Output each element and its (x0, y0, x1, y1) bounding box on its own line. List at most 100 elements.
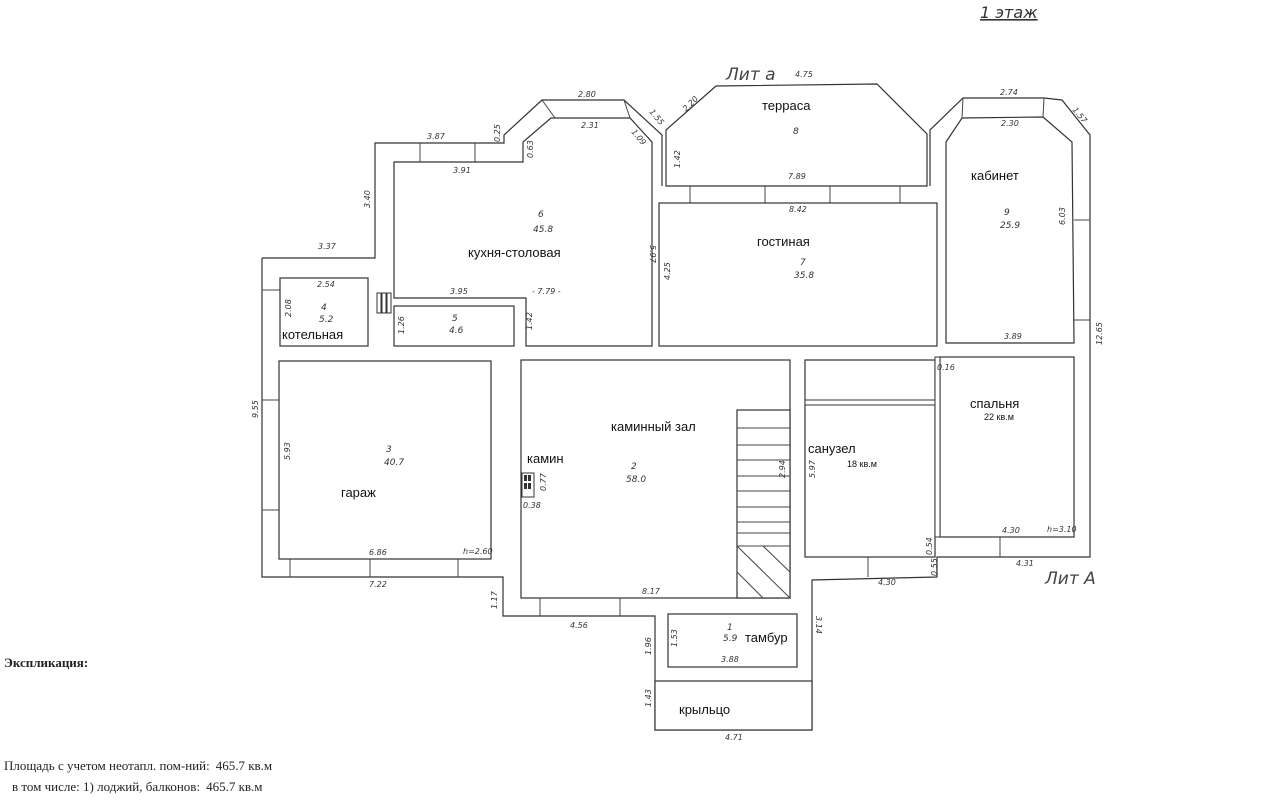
dim: 1.43 (644, 689, 653, 707)
hall-area: 58.0 (626, 475, 646, 485)
office-name: кабинет (971, 168, 1019, 183)
dim: 0.25 (493, 124, 502, 142)
dim: 1.96 (644, 637, 653, 655)
dim: 2.30 (1001, 119, 1019, 128)
dim: 1.26 (397, 316, 406, 334)
dim: 0.77 (539, 472, 548, 491)
tambur-area: 5.9 (723, 634, 738, 644)
included-area-line: в том числе: 1) лоджий, балконов: 465.7 к… (12, 779, 263, 795)
boiler-area: 5.2 (319, 315, 334, 325)
room-office[interactable] (945, 116, 1075, 344)
dim: 8.42 (789, 205, 807, 214)
vent-icon (376, 292, 392, 314)
dim: 8.17 (642, 587, 661, 596)
total-area-value: 465.7 кв.м (215, 758, 273, 773)
boiler-number: 4 (321, 303, 327, 313)
storage-number: 5 (452, 314, 458, 324)
room-garage[interactable] (278, 360, 492, 560)
garage-name: гараж (341, 485, 376, 500)
dim: 2.08 (284, 299, 293, 317)
terrace-name: терраса (762, 98, 811, 113)
fireplace-name: камин (527, 451, 564, 466)
dim: 6.86 (369, 548, 387, 557)
kitchen-name: кухня-столовая (468, 245, 561, 260)
bedroom-area: 22 кв.м (984, 412, 1014, 422)
dim: 1.42 (673, 150, 682, 168)
hall-name: каминный зал (611, 419, 696, 434)
partition-walls (804, 356, 941, 538)
lit-top-label: Лит а (725, 65, 776, 85)
dim: 2.31 (581, 121, 599, 130)
living-area: 35.8 (794, 271, 814, 281)
dim: 4.75 (795, 70, 813, 79)
total-area-label: Площадь с учетом неотапл. пом-ний: (4, 758, 210, 773)
dim: 5.97 (808, 459, 817, 478)
lit-bottom-label: Лит А (1044, 569, 1096, 589)
living-name: гостиная (757, 234, 810, 249)
room-living[interactable] (658, 202, 938, 347)
garage-number: 3 (386, 445, 392, 455)
room-boiler[interactable] (279, 277, 369, 347)
outer-walls (261, 83, 1091, 731)
room-bedroom[interactable] (939, 356, 1075, 538)
legend-title: Экспликация: (4, 655, 89, 670)
dim: 3.37 (318, 242, 337, 251)
office-number: 9 (1004, 208, 1010, 218)
dim: 6.03 (1058, 207, 1067, 225)
dim: 4.56 (570, 621, 588, 630)
tambur-name: тамбур (745, 630, 788, 645)
dim: 9.55 (251, 400, 260, 418)
dim: 2.74 (1000, 88, 1018, 97)
dim: 3.88 (721, 655, 739, 664)
included-area-value: 465.7 кв.м (206, 779, 263, 794)
garage-area: 40.7 (384, 458, 404, 468)
dim: 0.38 (523, 501, 541, 510)
boiler-name: котельная (282, 327, 343, 342)
included-area-label: в том числе: 1) лоджий, балконов: (12, 779, 201, 794)
terrace (665, 83, 928, 187)
dim: 5.93 (283, 442, 292, 460)
bedroom-name: спальня (970, 396, 1019, 411)
porch-name: крыльцо (679, 702, 730, 717)
dim: 1.42 (525, 312, 534, 330)
room-kitchen[interactable] (393, 117, 653, 347)
office-area: 25.9 (1000, 221, 1020, 231)
kitchen-number: 6 (538, 210, 544, 220)
dim: 4.71 (725, 733, 743, 742)
dim: 1.17 (490, 590, 499, 609)
dim: 3.95 (450, 287, 468, 296)
storage-area: 4.6 (449, 326, 464, 336)
dim: 3.40 (363, 190, 372, 208)
room-storage[interactable] (393, 305, 515, 347)
dim: 7.89 (788, 172, 806, 181)
dim: h=3.10 (1047, 525, 1077, 534)
dim: 4.25 (663, 262, 672, 280)
dim: 3.14 (814, 616, 823, 634)
room-tambur[interactable] (667, 613, 798, 668)
dim: 3.89 (1004, 332, 1022, 341)
tambur-number: 1 (727, 623, 733, 633)
dim: 0.54 (925, 537, 934, 555)
floor-title: 1 этаж (980, 3, 1038, 22)
bathroom-area: 18 кв.м (847, 459, 877, 469)
dim: 4.30 (878, 578, 896, 587)
dim: 2.54 (317, 280, 335, 289)
staircase[interactable] (736, 409, 791, 599)
dim: 12.65 (1095, 322, 1104, 345)
room-bathroom[interactable] (804, 359, 936, 558)
room-porch[interactable] (654, 680, 813, 731)
terrace-number: 8 (793, 127, 799, 137)
fireplace-icon (521, 472, 535, 498)
dim: 0.16 (937, 363, 955, 372)
dim: 7.22 (369, 580, 387, 589)
dim: 1.53 (670, 629, 679, 647)
dim: - 7.79 - (532, 287, 561, 296)
total-area-line: Площадь с учетом неотапл. пом-ний: 465.7 … (4, 758, 272, 774)
bathroom-name: санузел (808, 441, 856, 456)
dim: 0.63 (526, 140, 535, 158)
living-number: 7 (800, 258, 806, 268)
dim: h=2.60 (463, 547, 493, 556)
dim: 3.91 (453, 166, 471, 175)
kitchen-area: 45.8 (533, 225, 553, 235)
